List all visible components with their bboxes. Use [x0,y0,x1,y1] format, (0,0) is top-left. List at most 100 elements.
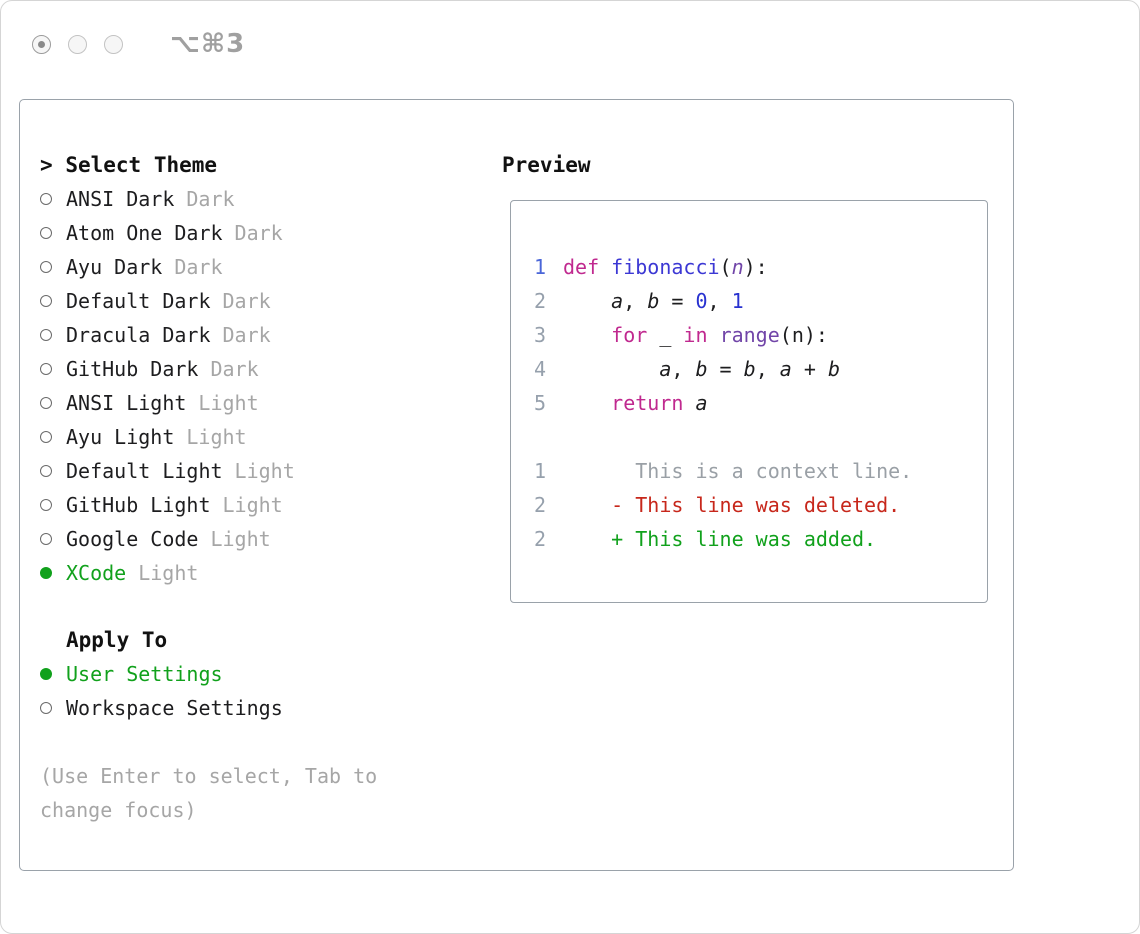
radio-icon [40,295,52,307]
radio-icon [40,329,52,341]
apply-to-title: Apply To [66,628,168,652]
hint-line-2: change focus) [40,798,197,822]
token-va: b [695,357,708,381]
diff-line-context: 1 This is a context line. [533,454,987,488]
token-pl: + [791,357,828,381]
theme-variant: Dark [234,221,283,245]
radio-selected-icon [40,668,52,680]
theme-variant: Dark [222,323,271,347]
keyboard-shortcut-label: ⌥⌘3 [170,29,246,59]
token-fn: fibonacci [611,255,720,279]
line-number: 2 [533,527,546,551]
radio-icon [40,533,52,545]
token-nu: 0 [695,289,708,313]
apply-option-label: User Settings [66,662,223,686]
line-number: 2 [533,493,546,517]
code-line: 3 for _ in range(n): [533,318,987,352]
theme-option-dracula-dark[interactable]: Dracula Dark Dark [40,318,502,352]
token-pl [563,357,659,381]
token-pl [563,391,611,415]
diff-line-deleted: 2 - This line was deleted. [533,488,987,522]
theme-option-ansi-light[interactable]: ANSI Light Light [40,386,502,420]
theme-option-atom-one-dark[interactable]: Atom One Dark Dark [40,216,502,250]
token-pl: ): [743,255,768,279]
token-pl: (n): [779,323,828,347]
diff-text: + This line was added. [563,527,877,551]
token-pl: _ [647,323,684,347]
diff-line-added: 2 + This line was added. [533,522,987,556]
token-va: b [827,357,840,381]
apply-option-workspace-settings[interactable]: Workspace Settings [40,691,502,725]
theme-variant: Light [210,527,271,551]
line-number: 1 [533,255,546,279]
apply-option-user-settings[interactable]: User Settings [40,657,502,691]
theme-name: Default Light [66,459,223,483]
hint-text: (Use Enter to select, Tab to change focu… [40,759,502,827]
preview-title: Preview [502,153,591,177]
token-kw: in [683,323,708,347]
token-pl: , [707,289,732,313]
radio-icon [40,363,52,375]
token-va: a [659,357,672,381]
theme-variant: Dark [186,187,235,211]
token-pl [683,391,695,415]
theme-variant: Light [138,561,199,585]
diff-text: This is a context line. [563,459,913,483]
window-zoom-button[interactable] [104,34,123,54]
radio-icon [40,261,52,273]
theme-name: ANSI Light [66,391,187,415]
token-va: a [695,391,708,415]
line-number: 5 [533,391,546,415]
theme-name: Atom One Dark [66,221,223,245]
window-minimize-button[interactable] [68,34,87,54]
line-number: 1 [533,459,546,483]
token-pl: = [707,357,744,381]
token-va: b [647,289,660,313]
code-content: for _ in range(n): [563,318,828,352]
token-pl [599,255,611,279]
window-close-button[interactable] [32,34,51,54]
code-line: 4 a, b = b, a + b [533,352,987,386]
theme-variant: Light [198,391,259,415]
theme-option-default-light[interactable]: Default Light Light [40,454,502,488]
theme-variant: Light [234,459,295,483]
token-pl: , [671,357,696,381]
code-content: a, b = 0, 1 [563,284,744,318]
select-theme-title: > Select Theme [40,148,502,182]
code-line: 2 a, b = 0, 1 [533,284,987,318]
radio-icon [40,465,52,477]
token-kw: for [611,323,648,347]
token-pl: , [623,289,648,313]
titlebar: ⌥⌘3 [32,29,245,59]
apply-option-label: Workspace Settings [66,696,283,720]
theme-name: GitHub Dark [66,357,199,381]
token-pl [563,323,611,347]
theme-variant: Dark [222,289,271,313]
token-nu: 1 [731,289,744,313]
token-pl: = [659,289,696,313]
focus-cursor-icon: > [40,153,53,177]
line-number: 2 [533,289,546,313]
token-pl: ( [719,255,732,279]
theme-name: Dracula Dark [66,323,211,347]
code-content: a, b = b, a + b [563,352,840,386]
theme-variant: Light [222,493,283,517]
token-kw: return [611,391,684,415]
radio-icon [40,193,52,205]
